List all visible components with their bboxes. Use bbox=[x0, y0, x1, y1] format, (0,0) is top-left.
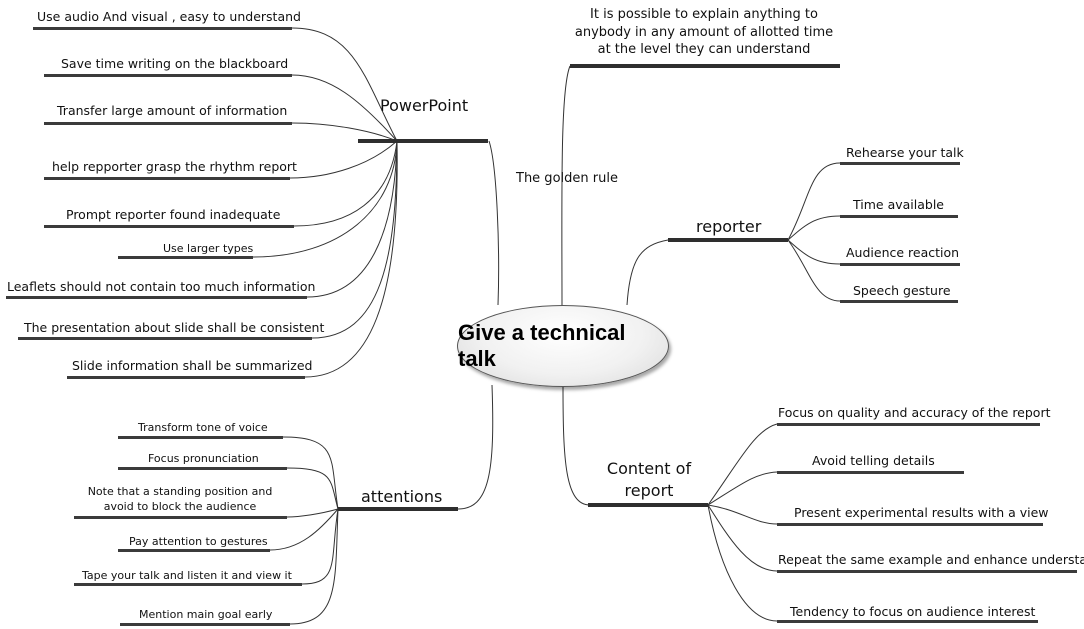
attentions-label: attentions bbox=[361, 487, 443, 506]
golden-rule-text: It is possible to explain anything to an… bbox=[574, 7, 834, 58]
powerpoint-item-bar bbox=[33, 27, 292, 30]
reporter-item-bar bbox=[840, 300, 958, 303]
reporter-bar bbox=[668, 238, 788, 242]
content-item: Tendency to focus on audience interest bbox=[790, 604, 1036, 619]
attentions-item-bar bbox=[74, 583, 302, 586]
attentions-item: Transform tone of voice bbox=[138, 421, 268, 434]
powerpoint-item: Prompt reporter found inadequate bbox=[66, 207, 281, 222]
powerpoint-item-bar bbox=[18, 337, 312, 340]
content-item-bar bbox=[777, 570, 1077, 573]
powerpoint-item: The presentation about slide shall be co… bbox=[24, 320, 325, 335]
content-item: Focus on quality and accuracy of the rep… bbox=[778, 405, 1051, 420]
link-root-powerpoint bbox=[488, 140, 500, 306]
golden-rule-bar bbox=[570, 64, 840, 68]
powerpoint-item: Use audio And visual , easy to understan… bbox=[37, 9, 301, 24]
content-item: Present experimental results with a view bbox=[794, 505, 1049, 520]
attentions-item-bar bbox=[74, 516, 287, 519]
powerpoint-item: Use larger types bbox=[163, 242, 254, 255]
link-pp-0 bbox=[291, 27, 398, 142]
link-rep-1 bbox=[787, 215, 841, 241]
link-cont-0 bbox=[707, 423, 778, 506]
attentions-item-bar bbox=[120, 623, 290, 626]
powerpoint-item-bar bbox=[6, 296, 307, 299]
link-cont-1 bbox=[707, 471, 778, 506]
content-item: Avoid telling details bbox=[812, 453, 935, 468]
link-pp-8 bbox=[304, 140, 398, 378]
powerpoint-item-bar bbox=[44, 225, 294, 228]
link-root-attentions bbox=[456, 384, 494, 510]
powerpoint-item-bar bbox=[44, 122, 292, 125]
content-item-bar bbox=[777, 423, 1040, 426]
attentions-item: Mention main goal early bbox=[139, 608, 273, 621]
link-rep-3 bbox=[787, 239, 841, 302]
link-att-5 bbox=[289, 508, 339, 625]
link-att-0 bbox=[282, 436, 339, 510]
link-pp-4 bbox=[293, 140, 398, 227]
powerpoint-item: Leaflets should not contain too much inf… bbox=[7, 279, 316, 294]
reporter-item-bar bbox=[840, 263, 960, 266]
powerpoint-item: Save time writing on the blackboard bbox=[61, 56, 289, 71]
powerpoint-item: Transfer large amount of information bbox=[57, 103, 288, 118]
link-att-4 bbox=[301, 508, 339, 585]
reporter-item: Time available bbox=[853, 197, 944, 212]
content-item-bar bbox=[777, 620, 1038, 623]
reporter-item-bar bbox=[840, 215, 958, 218]
link-rep-2 bbox=[787, 239, 841, 265]
powerpoint-bar bbox=[358, 139, 488, 143]
attentions-item-bar bbox=[118, 467, 287, 470]
link-pp-6 bbox=[306, 140, 398, 298]
attentions-bar bbox=[338, 507, 458, 511]
reporter-item: Rehearse your talk bbox=[846, 145, 964, 160]
link-root-golden-rule bbox=[561, 65, 571, 311]
link-root-reporter bbox=[626, 239, 669, 306]
content-label: Content of report bbox=[606, 459, 692, 500]
reporter-item: Audience reaction bbox=[846, 245, 960, 260]
content-item: Repeat the same example and enhance unde… bbox=[778, 552, 1084, 567]
content-bar bbox=[588, 503, 708, 507]
link-att-1 bbox=[286, 467, 339, 510]
golden-rule-label: The golden rule bbox=[516, 171, 618, 186]
attentions-item: Note that a standing position and avoid … bbox=[87, 485, 273, 513]
attentions-item-bar bbox=[118, 436, 283, 439]
attentions-item: Pay attention to gestures bbox=[129, 535, 268, 548]
reporter-item-bar bbox=[840, 162, 960, 165]
powerpoint-item-bar bbox=[67, 376, 305, 379]
central-topic: Give a technical talk bbox=[457, 305, 669, 387]
link-pp-5 bbox=[252, 140, 398, 258]
link-pp-2 bbox=[291, 122, 398, 142]
reporter-label: reporter bbox=[696, 217, 762, 236]
powerpoint-item-bar bbox=[44, 74, 292, 77]
reporter-item: Speech gesture bbox=[853, 283, 951, 298]
link-cont-3 bbox=[707, 504, 778, 572]
link-root-content bbox=[562, 384, 591, 506]
content-item-bar bbox=[777, 523, 1043, 526]
powerpoint-label: PowerPoint bbox=[380, 96, 469, 115]
attentions-item: Focus pronunciation bbox=[148, 452, 259, 465]
powerpoint-item-bar bbox=[118, 256, 253, 259]
link-pp-1 bbox=[291, 74, 398, 142]
powerpoint-item-bar bbox=[44, 177, 290, 180]
link-att-2 bbox=[286, 508, 339, 518]
link-rep-0 bbox=[787, 162, 841, 241]
link-pp-3 bbox=[289, 140, 398, 179]
powerpoint-item: Slide information shall be summarized bbox=[72, 358, 313, 373]
link-cont-4 bbox=[707, 504, 778, 622]
powerpoint-item: help repporter grasp the rhythm report bbox=[52, 159, 297, 174]
content-item-bar bbox=[777, 471, 964, 474]
attentions-item: Tape your talk and listen it and view it bbox=[82, 569, 292, 582]
link-att-3 bbox=[269, 508, 339, 551]
link-pp-7 bbox=[311, 140, 398, 339]
central-topic-label: Give a technical talk bbox=[458, 320, 626, 371]
link-cont-2 bbox=[707, 504, 778, 525]
attentions-item-bar bbox=[118, 549, 270, 552]
